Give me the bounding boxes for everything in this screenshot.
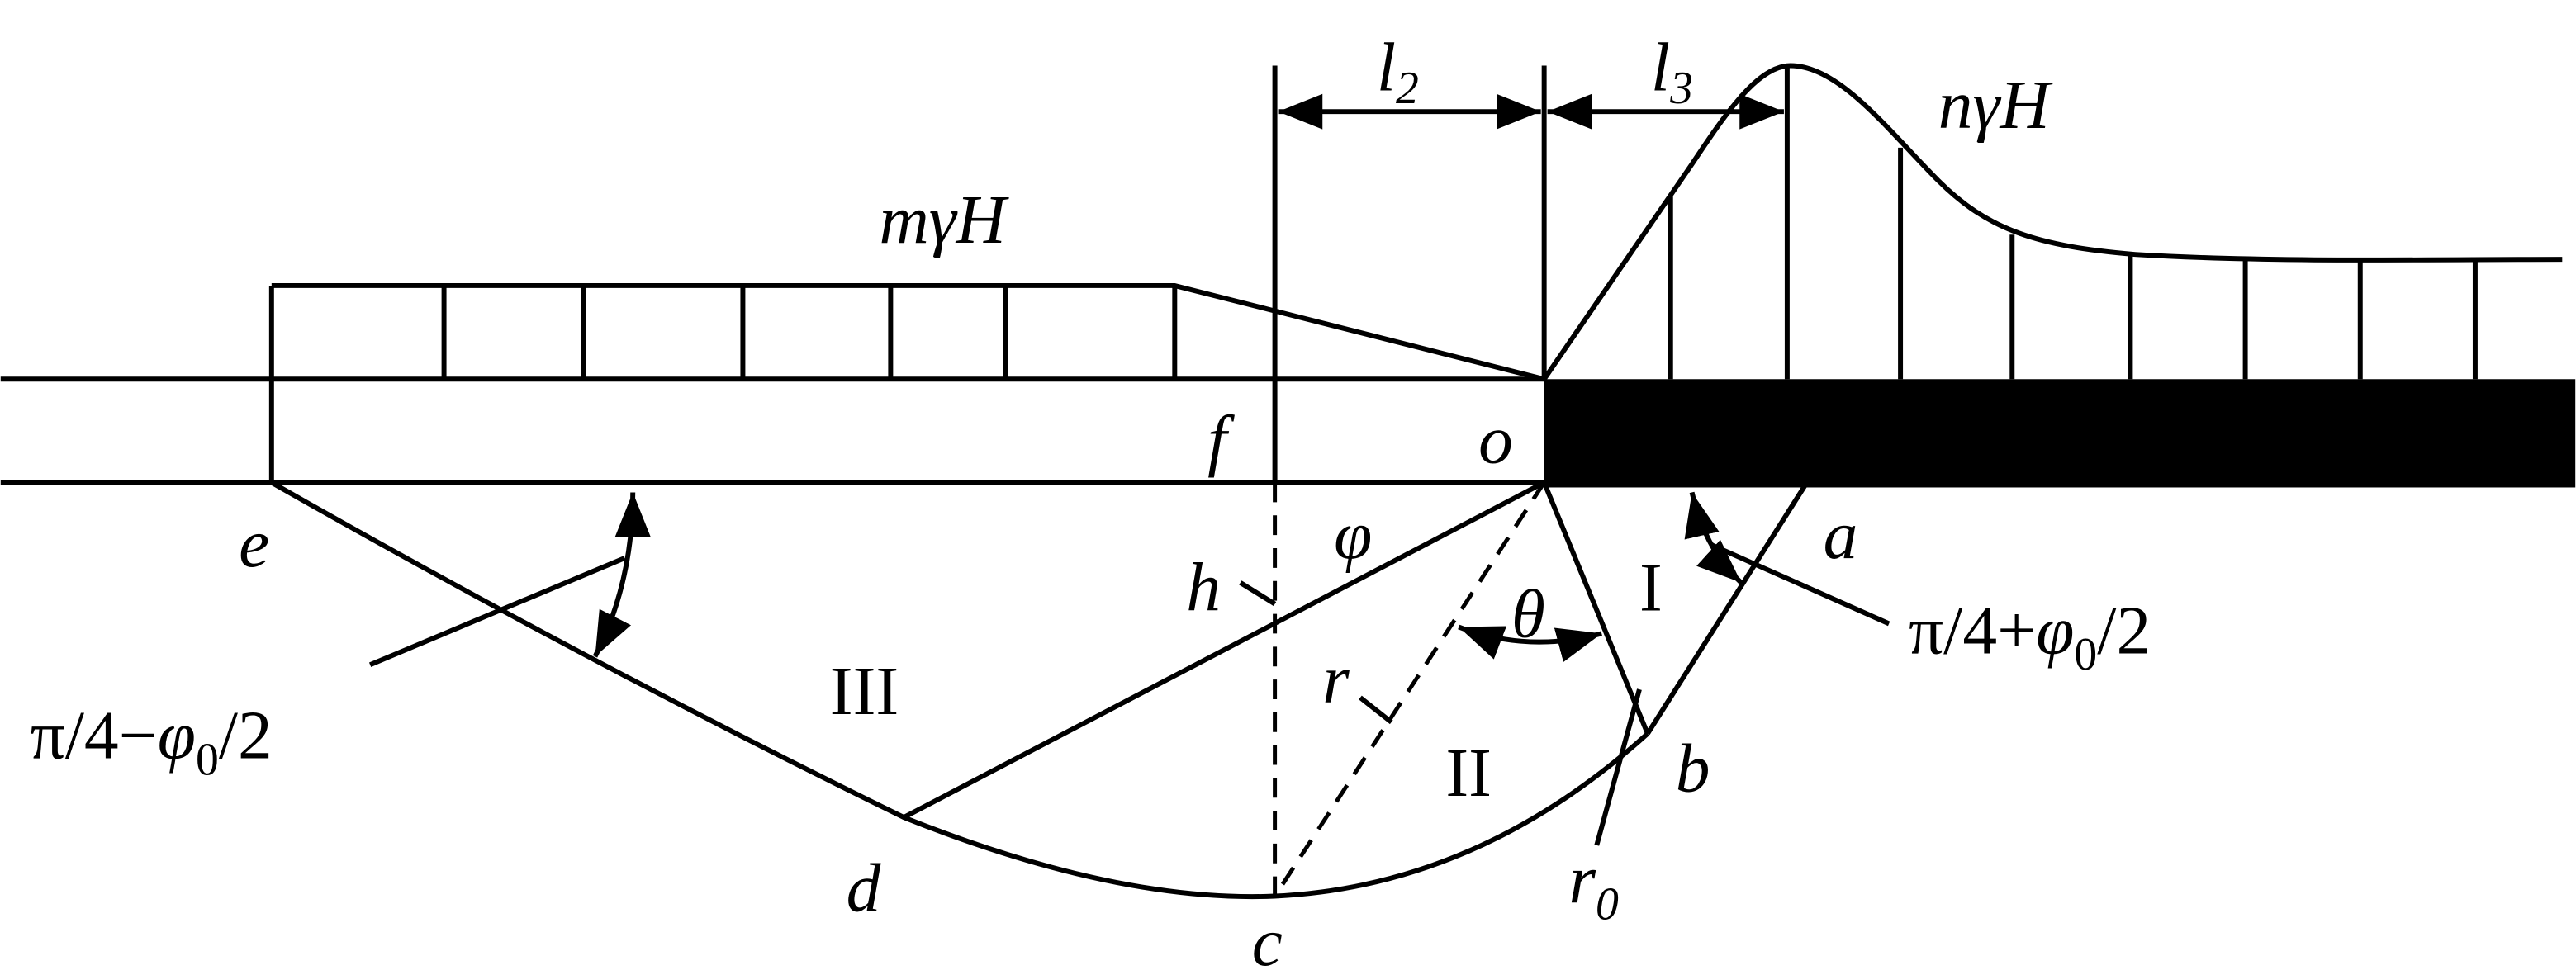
radius-r-dashed (1273, 481, 1546, 897)
left-angle-label: π/4−φ0/2 (31, 698, 273, 786)
point-c-label: c (1252, 905, 1283, 970)
point-a-label: a (1824, 498, 1858, 574)
r0-label: r0 (1568, 842, 1618, 930)
r-label: r (1322, 642, 1350, 718)
right-angle-arc-arrow (1684, 491, 1743, 585)
n-load-label: nγH (1938, 68, 2054, 144)
zone-II-label: II (1445, 736, 1492, 811)
point-h-label: h (1186, 551, 1221, 627)
theta-label: θ (1511, 576, 1545, 652)
l3-label: l3 (1651, 30, 1693, 114)
zone-I-label: I (1639, 551, 1663, 627)
left-angle-arc-arrow (592, 492, 651, 658)
slip-surface (270, 480, 1649, 900)
theta-arc-arrow (1458, 624, 1603, 662)
left-angle-leader (368, 556, 626, 667)
foundation-block (1544, 379, 2576, 488)
point-b-label: b (1676, 731, 1710, 807)
phi-label: φ (1334, 498, 1372, 574)
line-o-b (1541, 481, 1650, 735)
left-load (271, 282, 1545, 382)
point-o-label: o (1478, 403, 1513, 479)
r-tick (1359, 695, 1393, 725)
zone-III-label: III (830, 654, 899, 730)
m-load-label: mγH (879, 182, 1009, 258)
right-angle-label: π/4+φ0/2 (1909, 593, 2151, 680)
l2-label: l2 (1377, 30, 1419, 114)
h-tick (1239, 580, 1277, 607)
point-e-label: e (239, 506, 269, 582)
point-d-label: d (847, 850, 881, 926)
right-angle-leader (1710, 542, 1890, 627)
point-f-label: f (1207, 403, 1235, 479)
r0-leader (1594, 688, 1642, 846)
line-b-a (1645, 480, 1810, 736)
right-load (1542, 63, 2563, 381)
line-o-d (902, 480, 1546, 820)
